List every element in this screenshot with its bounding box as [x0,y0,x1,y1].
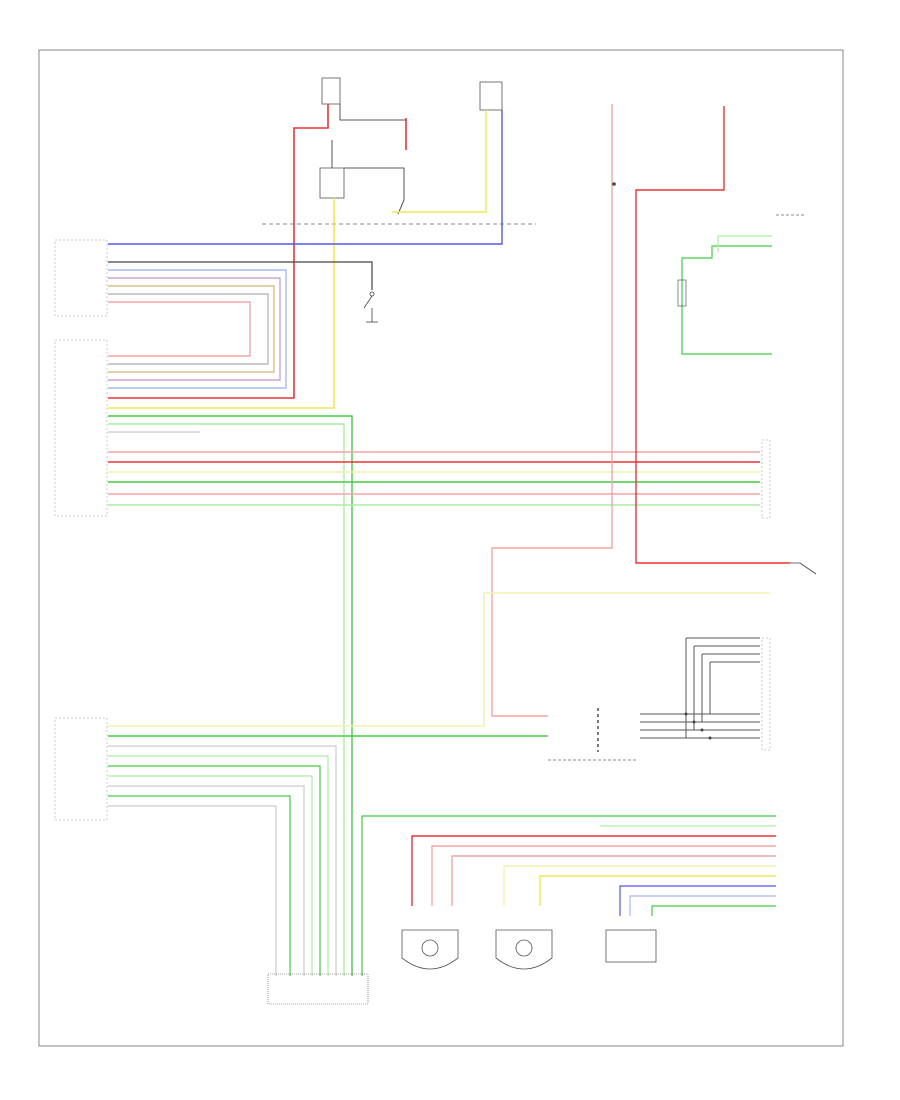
wire-green-cem-2 [108,765,321,976]
wire-red-lower [411,835,776,906]
wire-yellow-relay [108,198,335,409]
switch-arm [363,295,373,309]
wire-yellow-brake [108,592,770,727]
wire-lightred-lower [451,855,776,906]
switch-blade [799,562,817,575]
wire-black-horiz [108,261,373,290]
splice-speed-2 [692,720,696,724]
brake-pedal-sensor [605,929,657,963]
wire-yellow-top [392,110,487,213]
wire-yellow-lower-2 [539,875,776,906]
wire-green-trans [681,245,772,355]
left-wheel-sensor [401,929,459,970]
right-connector-box [761,439,771,519]
wire-lightblue-bus [108,269,287,389]
splice-speed-4 [708,736,712,740]
wire-black-relay2 [344,167,405,215]
wire-violet-bus [108,277,281,381]
splice-speed-1 [684,712,688,716]
right-wheel-sensor-core [515,939,533,957]
fuse-block-2 [479,81,503,111]
wire-gray-cem-1 [108,745,337,976]
wire-blue-lower [619,885,776,916]
wire-gray-bus [108,293,269,365]
wire-gray-cem-2 [108,785,305,976]
wire-lightgreen-cem-1 [108,755,329,976]
wire-lightgreen-trans [717,235,772,252]
speed-sensor-connector-box [761,637,771,751]
trans-sensor [677,279,687,307]
wire-green-lower-2 [651,905,776,916]
splice-speed-3 [700,728,704,732]
wire-lightgreen-long [108,423,345,976]
wire-red-right-feed [635,106,790,564]
wire-black-fuse [339,104,406,121]
wire-blue-top [108,110,503,245]
wire-pink-lower [431,845,776,906]
wire-red-feed-left [108,104,329,399]
wire-green-lower-1 [361,815,776,976]
bottom-connector [267,973,369,1005]
switch-contact [369,291,375,297]
wire-tan-bus [108,285,275,373]
engine-control-module-box [54,339,108,517]
upper-module-box [54,239,108,317]
wire-lightblue-lower [629,895,776,916]
fuse-block-1 [321,77,341,105]
wire-green-cem-3 [108,795,291,976]
relay [319,167,345,199]
wire-pink-right-feed [491,104,613,717]
wire-gray-cem-3 [108,805,277,976]
central-electrical-module-box [54,717,108,821]
wire-yellow-lower-1 [503,865,776,906]
right-wheel-sensor [495,929,553,970]
wire-lightgreen-cem-2 [108,775,313,976]
left-wheel-sensor-core [421,939,439,957]
splice-point [612,182,616,186]
diagram-frame [38,49,844,1047]
wire-pink-bus [108,301,251,357]
wire-green-long [108,415,353,976]
